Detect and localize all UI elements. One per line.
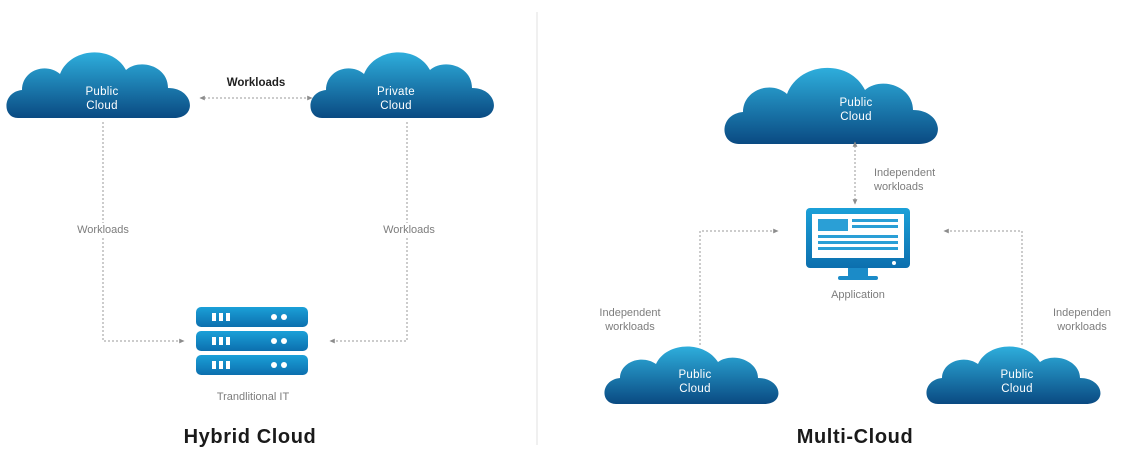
cloud-icon xyxy=(604,346,779,404)
workloads-top-label: Workloads xyxy=(226,77,286,89)
connector-rightcloud-app xyxy=(943,228,1023,345)
connector-leftcloud-app xyxy=(699,228,779,345)
cloud-icon xyxy=(310,52,494,118)
hybrid-cloud-title: Hybrid Cloud xyxy=(183,426,317,448)
cloud-icon xyxy=(926,346,1101,404)
server-rack-icon xyxy=(196,307,308,375)
application-label: Application xyxy=(831,289,885,301)
cloud-icon xyxy=(724,67,938,144)
workloads-right-label: Workloads xyxy=(356,223,462,237)
monitor-icon xyxy=(806,208,910,280)
connector-public-server xyxy=(102,122,185,344)
workloads-left-label: Workloads xyxy=(50,223,156,237)
connector-private-server xyxy=(329,122,408,344)
multi-cloud-title: Multi-Cloud xyxy=(796,426,914,448)
server-label: Trandlitional IT xyxy=(216,391,290,403)
cloud-icon xyxy=(6,52,190,118)
